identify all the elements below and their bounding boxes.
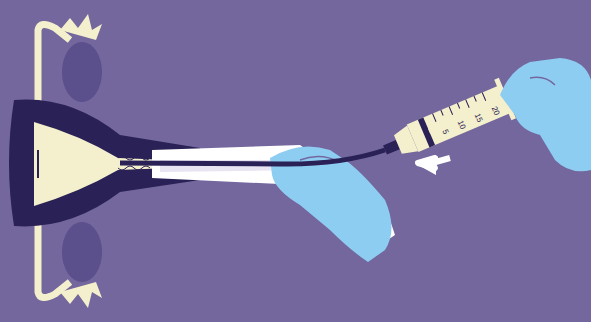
- catheter: [120, 150, 385, 164]
- finger-line: [530, 77, 555, 85]
- cells: [118, 156, 150, 160]
- ovary: [62, 222, 102, 282]
- tube-opening: [37, 150, 39, 178]
- fimbriae: [60, 14, 102, 40]
- gloved-hand: [500, 58, 591, 171]
- cells: [118, 166, 150, 170]
- fimbriae: [60, 282, 102, 308]
- ovary: [62, 42, 102, 102]
- arrow-head: [418, 155, 436, 175]
